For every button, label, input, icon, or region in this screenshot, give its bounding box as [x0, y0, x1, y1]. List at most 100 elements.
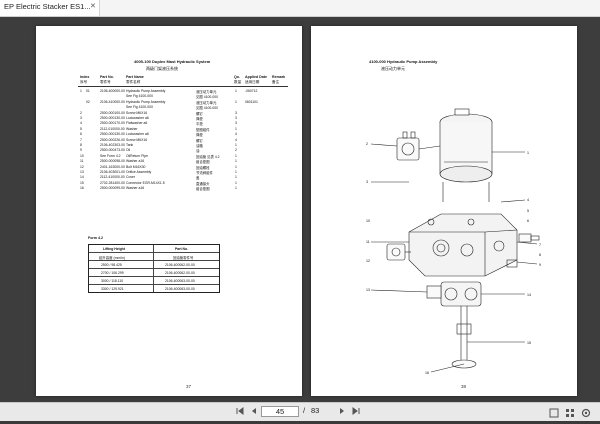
table-cell-cn: 组合垫圈	[196, 187, 210, 192]
page-title-cn: 液压动力单元	[381, 66, 405, 71]
table-cell-part: 2500-000130-00	[100, 116, 125, 120]
table-cell-qty: 1	[235, 186, 237, 191]
callout-2: 2	[366, 142, 368, 146]
callout-8: 8	[539, 253, 541, 257]
table-cell-index: 13	[80, 170, 84, 174]
table-cell-qty: 3	[235, 110, 237, 115]
col-remark: Remark	[272, 75, 286, 79]
table-cell-index: 14	[80, 175, 84, 180]
callout-14: 14	[527, 293, 531, 297]
table-cell-cn: 液压动力单元	[196, 100, 217, 105]
table-cell-qty: 4	[235, 132, 237, 137]
table-cell-part: 2500-000098-00	[100, 159, 125, 164]
col-qty: Qo.	[234, 75, 240, 79]
table-cell-cn: 盖	[196, 176, 200, 181]
table-cell-part: 2500-000226-00	[100, 137, 125, 142]
form-cell: 2500 / 98.425	[101, 262, 122, 267]
table-cell-cn: 节流阀组件	[196, 171, 213, 175]
callout-9: 9	[539, 263, 541, 267]
table-cell-part: 2401-163000-00	[100, 164, 125, 169]
form-cell: 2106-400062-00-00	[165, 262, 195, 267]
table-cell-part: 2500-000099-00	[100, 186, 125, 191]
table-cell-qty: 1	[235, 175, 237, 180]
table-cell-date: 0601101	[245, 99, 258, 104]
callout-6: 6	[527, 219, 529, 223]
col-part-name: Part Name	[126, 75, 144, 79]
col-qty-cn: 数量	[234, 80, 242, 84]
bottom-toolbar: 45 / 83	[0, 402, 600, 421]
next-page-icon[interactable]	[336, 406, 348, 418]
form-cell: 2700 / 106.299	[101, 270, 124, 275]
table-cell-qty: 3	[235, 121, 237, 126]
table-cell-name: Lockwasher a6	[126, 132, 149, 137]
tab-title: EP Electric Stacker ES1...	[4, 2, 91, 11]
table-cell-date: -060712	[245, 89, 258, 93]
table-cell-part: 2500-000473-00	[100, 148, 125, 153]
callout-13: 13	[366, 288, 370, 292]
table-cell-index: 11	[80, 159, 84, 164]
table-cell-cn: 直通接头	[196, 181, 210, 186]
tab-bar: EP Electric Stacker ES1... ✕	[0, 0, 600, 17]
last-page-icon[interactable]	[350, 406, 362, 418]
table-cell-name: Bolt M16X30	[126, 164, 146, 169]
table-cell-qty: 3	[235, 116, 237, 120]
table-cell-name: Washer a16	[126, 186, 145, 191]
page-37: 4005-100 Duplex Mast Hydraulic System 两级…	[36, 26, 302, 396]
table-cell-qty: 1	[235, 170, 237, 174]
table-cell-name2: See Fig 4100-000	[126, 105, 153, 110]
table-cell-name: Lockwasher a6	[126, 116, 149, 120]
prev-page-icon[interactable]	[248, 406, 260, 418]
table-cell-name: Screw M6X16	[126, 137, 148, 142]
table-cell-qty: 4	[235, 137, 237, 142]
table-cell-part: 2106-402303-00	[100, 143, 125, 147]
callout-1: 1	[527, 151, 529, 155]
first-page-icon[interactable]	[234, 406, 246, 418]
page-number-input[interactable]: 45	[261, 406, 299, 417]
table-cell-name: Hydraulic Pump Assembly	[126, 89, 166, 93]
table-cell-cn: 组合垫圈	[196, 160, 210, 165]
table-cell-name: Screw M6X16	[126, 110, 148, 115]
table-cell-part: 2106-403001-00	[100, 170, 125, 174]
fit-page-icon[interactable]	[548, 406, 560, 418]
grid-icon[interactable]	[564, 406, 576, 418]
form-header-row: Lifting Height Part No.	[89, 245, 219, 253]
page-title: 4100-000 Hydraulic Pump Assembly	[369, 59, 438, 64]
settings-icon[interactable]	[580, 406, 592, 418]
form-row: 2500 / 98.425 2106-400062-00-00	[89, 261, 219, 269]
table-cell-part: 2106-400000-00	[100, 89, 125, 93]
table-cell-index: 8	[80, 143, 82, 147]
header-rule	[78, 86, 288, 87]
table-cell-cn: 垫圈组件	[196, 127, 210, 132]
table-cell-cn: 螺钉	[196, 111, 203, 116]
table-cell-qty: 1	[235, 89, 237, 93]
page-title-cn: 两级门架液压系统	[146, 66, 178, 71]
table-cell-qty: 1	[235, 159, 237, 164]
table-cell-qty: 1	[235, 180, 237, 185]
table-cell-qty: 1	[235, 126, 237, 131]
callout-3: 3	[366, 180, 368, 184]
table-cell-name: Orifice Assembly	[126, 170, 152, 174]
total-pages: 83	[311, 406, 320, 415]
form-row: 2700 / 106.299 2106-400062-00-00	[89, 269, 219, 277]
document-viewer[interactable]: 4005-100 Duplex Mast Hydraulic System 两级…	[0, 17, 600, 402]
table-cell-sub: 01	[86, 89, 90, 93]
table-cell-part: See Form 4.2	[100, 153, 121, 158]
close-icon[interactable]: ✕	[90, 3, 96, 10]
table-cell-name2: See Fig 4100-000	[126, 94, 153, 99]
document-tab[interactable]: EP Electric Stacker ES1... ✕	[0, 0, 100, 16]
col-remark-cn: 备注	[272, 80, 280, 84]
form-table: Lifting Height Part No. 起升高度 (mm/in) 回油管…	[88, 244, 220, 293]
table-cell-index: 12	[80, 164, 84, 169]
table-cell-qty: 1	[235, 164, 237, 169]
table-cell-index: 10	[80, 153, 84, 158]
col-index-cn: 序号	[80, 80, 88, 84]
table-cell-name: OilReturn Pipe	[126, 153, 149, 158]
